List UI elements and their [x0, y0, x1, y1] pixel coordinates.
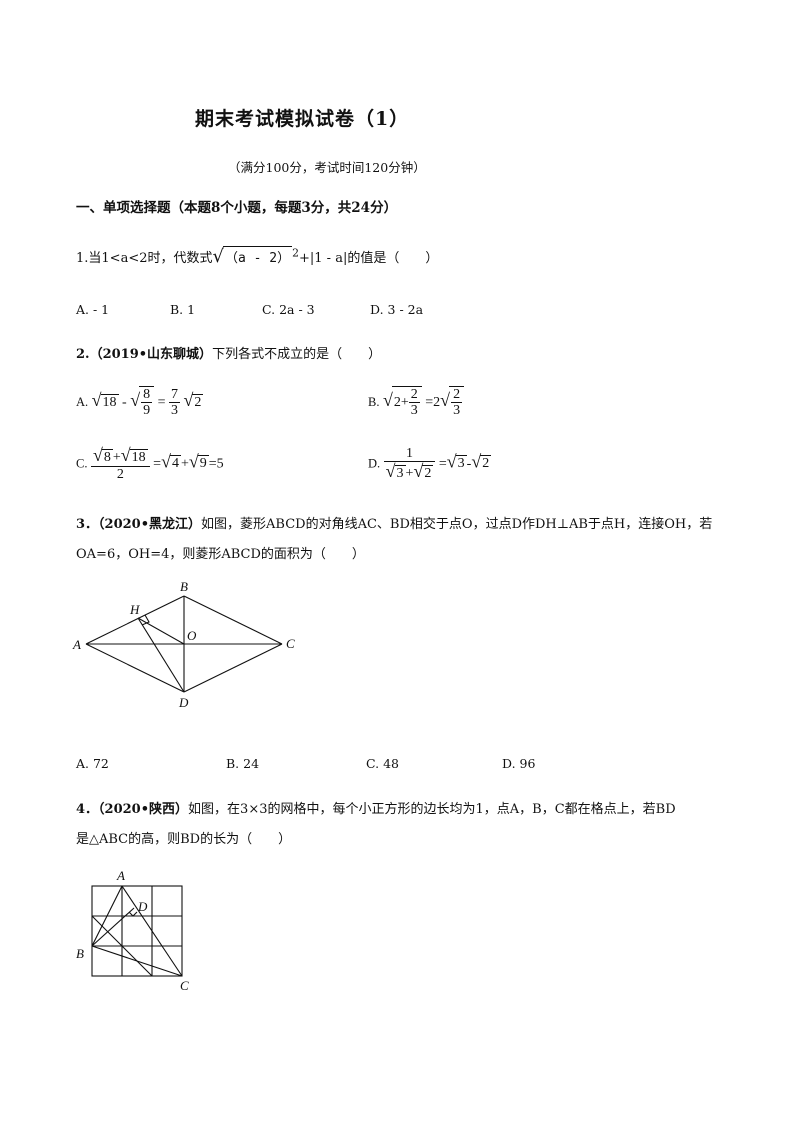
- label-c: C: [180, 978, 189, 993]
- q2-c-plus: +: [112, 450, 121, 465]
- q2-d-num: 1: [383, 446, 436, 463]
- q2-d-label: D.: [368, 456, 381, 471]
- q3-source: 3．（2020•黑龙江）: [76, 517, 202, 532]
- q2-b-plus: +: [400, 395, 409, 411]
- question-2-stem: 2.（2019•山东聊城）下列各式不成立的是（ ）: [76, 343, 381, 362]
- q2-a-fden: 9: [143, 403, 151, 419]
- q2-d-eq: =: [438, 456, 447, 472]
- q2-c-eq1: =: [153, 456, 162, 472]
- q2-c-r2: 9: [197, 455, 209, 472]
- q2-d-d2: 2: [422, 465, 434, 482]
- q2-a-cden: 3: [171, 403, 179, 419]
- label-d: D: [137, 899, 148, 914]
- q4-source: 4．（2020•陕西）: [76, 802, 189, 817]
- q1-radicand: （a - 2）: [222, 246, 293, 266]
- q2-b-gden: 3: [453, 403, 461, 419]
- q1-prefix: 1.当1<a<2时，代数式: [76, 251, 213, 266]
- q2-c-n1: 8: [101, 449, 113, 465]
- q2-c-r1: 4: [169, 455, 181, 472]
- q2-d-d1: 3: [394, 465, 406, 482]
- q3-option-c[interactable]: C. 48: [366, 756, 399, 771]
- question-3-line2: OA=6，OH=4，则菱形ABCD的面积为（ ）: [76, 547, 365, 562]
- rhombus-figure: A B C D H O: [72, 579, 295, 710]
- q2-c-plus2: +: [180, 456, 189, 472]
- q2-a-r1: 18: [100, 394, 119, 411]
- segment-oh: [137, 617, 185, 645]
- q2-a-eq: =: [157, 395, 166, 411]
- label-b: B: [180, 579, 188, 594]
- section-heading: 一、单项选择题（本题8个小题，每题3分，共24分）: [76, 200, 398, 216]
- q2-a-label: A.: [76, 395, 89, 410]
- label-b: B: [76, 946, 84, 961]
- label-d: D: [178, 695, 189, 710]
- rhombus-side-bc: [183, 595, 283, 645]
- q2-c-label: C.: [76, 456, 88, 471]
- q2-d-minus: -: [466, 456, 472, 472]
- segment-ac: [121, 885, 183, 977]
- question-4-line2: 是△ABC的高，则BD的长为（ ）: [76, 832, 292, 847]
- rhombus-side-da: [85, 643, 185, 693]
- grid-border: [91, 885, 183, 977]
- q2-b-eq: =2: [425, 395, 441, 411]
- question-3-line1: 3．（2020•黑龙江）如图，菱形ABCD的对角线AC、BD相交于点O，过点D作…: [76, 513, 712, 532]
- rhombus-side-cd: [183, 643, 283, 693]
- q3-option-b[interactable]: B. 24: [226, 756, 260, 771]
- q2-source: 2.（2019•山东聊城）: [76, 347, 213, 362]
- grid-figure: A B C D: [76, 868, 189, 993]
- q2-d-r1: 3: [455, 455, 467, 472]
- rhombus-side-ab: [85, 595, 185, 645]
- q2-b-fnum: 2: [408, 387, 420, 404]
- q1-option-a[interactable]: A. - 1: [76, 302, 110, 317]
- q2-b-gnum: 2: [451, 387, 463, 404]
- q2-a-fnum: 8: [141, 387, 153, 404]
- q2-option-d[interactable]: D. 1√3+√2 =√3-√2: [368, 446, 492, 482]
- page-title: 期末考试模拟试卷（1）: [195, 108, 410, 130]
- q2-b-label: B.: [368, 395, 380, 410]
- label-o: O: [187, 628, 197, 643]
- page-subtitle: （满分100分，考试时间120分钟）: [228, 160, 426, 175]
- q2-c-den: 2: [116, 466, 124, 482]
- q2-a-minus: -: [122, 395, 127, 411]
- q2-c-eq2: =5: [208, 456, 224, 472]
- q2-d-r2: 2: [480, 455, 492, 472]
- q4-text-1: 如图，在3×3的网格中，每个小正方形的边长均为1，点A，B，C都在格点上，若BD: [188, 802, 676, 817]
- question-1-stem: 1.当1<a<2时，代数式√（a - 2）2+|1 - a|的值是（ ）: [76, 246, 438, 267]
- sqrt-sign-icon: √: [212, 246, 224, 267]
- label-h: H: [129, 602, 140, 617]
- q2-a-r2: 2: [192, 394, 204, 411]
- q2-d-plus: +: [405, 466, 414, 482]
- segment-dh: [137, 617, 185, 693]
- segment-ab: [91, 885, 123, 947]
- q1-option-d[interactable]: D. 3 - 2a: [370, 302, 424, 317]
- q1-option-b[interactable]: B. 1: [170, 302, 196, 317]
- label-a: A: [116, 868, 125, 883]
- q1-exponent: 2: [292, 246, 299, 260]
- q3-option-d[interactable]: D. 96: [502, 756, 536, 771]
- q2-b-two: 2: [393, 395, 401, 411]
- segment-bd: [91, 907, 135, 947]
- q2-a-cnum: 7: [169, 387, 181, 404]
- right-angle-marker: [128, 911, 138, 917]
- q3-option-a[interactable]: A. 72: [76, 756, 109, 771]
- label-c: C: [286, 636, 295, 651]
- q2-b-fden: 3: [410, 403, 418, 419]
- grid-diagonal: [91, 915, 153, 977]
- right-angle-marker: [141, 614, 150, 626]
- label-a: A: [72, 637, 81, 652]
- q2-c-n2: 18: [129, 449, 148, 465]
- q1-suffix: +|1 - a|的值是（ ）: [299, 251, 439, 266]
- q3-text-1: 如图，菱形ABCD的对角线AC、BD相交于点O，过点D作DH⊥AB于点H，连接O…: [201, 517, 713, 532]
- q2-text: 下列各式不成立的是（ ）: [212, 347, 382, 362]
- q1-option-c[interactable]: C. 2a - 3: [262, 302, 315, 317]
- question-4-line1: 4．（2020•陕西）如图，在3×3的网格中，每个小正方形的边长均为1，点A，B…: [76, 798, 676, 817]
